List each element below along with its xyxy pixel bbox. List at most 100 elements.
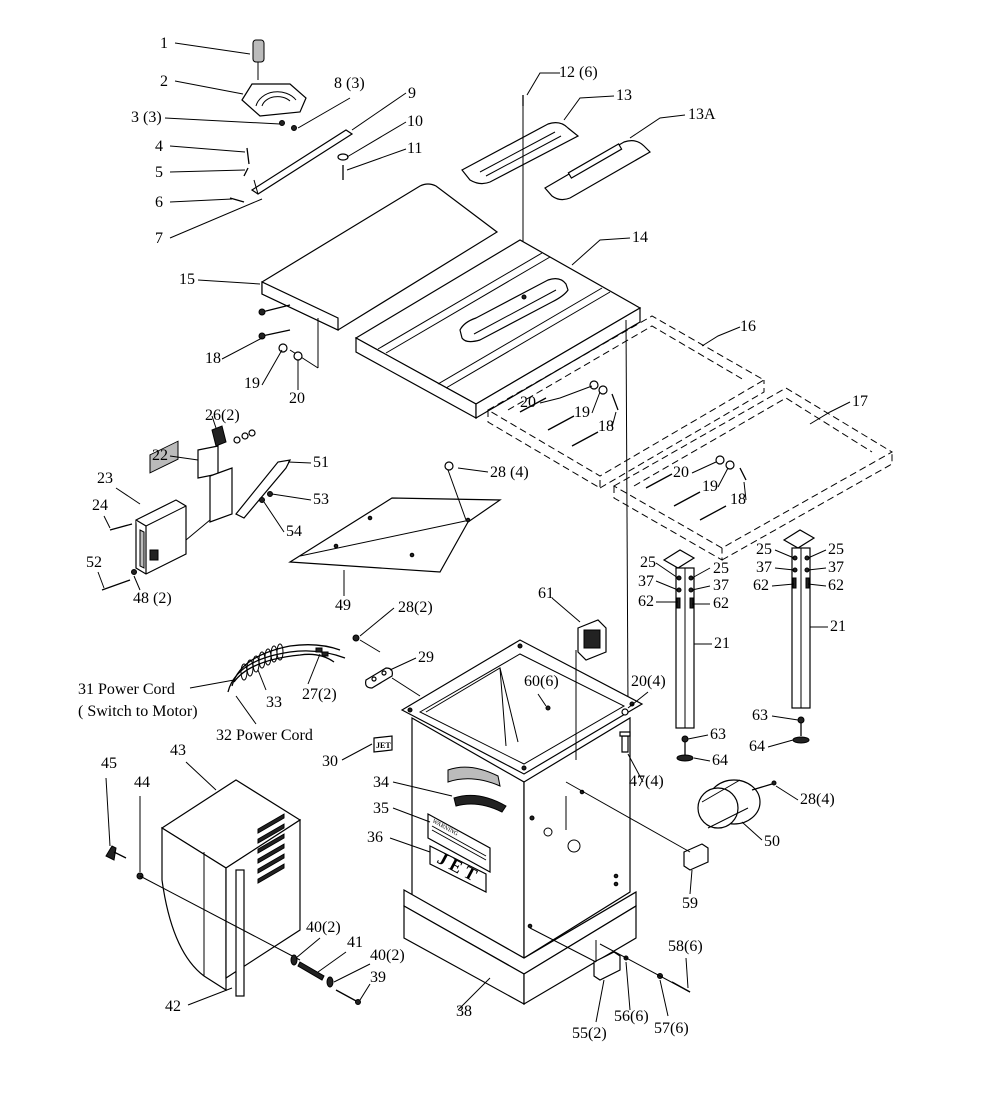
part-label-14: 14	[632, 229, 648, 246]
part-label-20a: 20	[289, 390, 305, 407]
part-label-21b: 21	[830, 618, 846, 635]
part-label-2: 2	[160, 73, 168, 90]
part-label-55: 55(2)	[572, 1025, 607, 1042]
part-label-21a: 21	[714, 635, 730, 652]
part-label-25d: 25	[828, 541, 844, 558]
part-label-20c: 20	[673, 464, 689, 481]
part-label-53: 53	[313, 491, 329, 508]
part-label-62c: 62	[753, 577, 769, 594]
switch-leaders	[97, 415, 312, 591]
part-label-19c: 19	[702, 478, 718, 495]
part-label-13A: 13A	[688, 106, 716, 123]
power-cords	[227, 634, 421, 697]
part-label-64a: 64	[712, 752, 728, 769]
part-label-56: 56(6)	[614, 1008, 649, 1025]
extension-frames	[487, 315, 893, 709]
table-leaders	[197, 237, 631, 390]
part-label-39: 39	[370, 969, 386, 986]
part-label-23: 23	[97, 470, 113, 487]
frame-leaders	[539, 326, 851, 501]
part-label-40b: 40(2)	[370, 947, 405, 964]
part-label-26: 26(2)	[205, 407, 240, 424]
part-label-45: 45	[101, 755, 117, 772]
part-label-41: 41	[347, 934, 363, 951]
part-label-32: 32 Power Cord	[216, 727, 313, 744]
jet-logo-small: JET	[376, 741, 391, 750]
part-label-25a: 25	[640, 554, 656, 571]
part-label-49: 49	[335, 597, 351, 614]
part-label-18c: 18	[730, 491, 746, 508]
part-label-22: 22	[152, 447, 168, 464]
part-label-16: 16	[740, 318, 756, 335]
part-label-33: 33	[266, 694, 282, 711]
part-label-6: 6	[155, 194, 163, 211]
part-label-37a: 37	[638, 573, 654, 590]
dust-port-leaders	[741, 785, 799, 841]
part-label-24: 24	[92, 497, 108, 514]
stand-legs	[662, 529, 816, 762]
table-top	[258, 183, 642, 420]
part-label-37c: 37	[756, 559, 772, 576]
motor-cover	[105, 779, 361, 1005]
part-label-52: 52	[86, 554, 102, 571]
part-label-19a: 19	[244, 375, 260, 392]
part-label-64b: 64	[749, 738, 765, 755]
bolts-left	[258, 304, 303, 361]
part-label-25b: 25	[713, 560, 729, 577]
part-label-9: 9	[408, 85, 416, 102]
cover-louvers	[257, 813, 285, 884]
base-hardware	[529, 927, 691, 993]
part-label-62b: 62	[713, 595, 729, 612]
part-label-42: 42	[165, 998, 181, 1015]
part-label-8: 8 (3)	[334, 75, 365, 92]
part-label-18a: 18	[205, 350, 221, 367]
part-label-7: 7	[155, 230, 163, 247]
part-label-44: 44	[134, 774, 150, 791]
part-label-31: 31 Power Cord	[78, 681, 175, 698]
part-label-19b: 19	[574, 404, 590, 421]
part-label-29: 29	[418, 649, 434, 666]
part-label-36: 36	[367, 829, 383, 846]
part-label-28c: 28(4)	[800, 791, 835, 808]
bolts-frame17	[645, 455, 747, 521]
part-label-17: 17	[852, 393, 868, 410]
part-label-43: 43	[170, 742, 186, 759]
part-label-57: 57(6)	[654, 1020, 689, 1037]
cord-leaders	[189, 607, 417, 725]
part-label-15: 15	[179, 271, 195, 288]
part-label-25c: 25	[756, 541, 772, 558]
part-label-10: 10	[407, 113, 423, 130]
part-label-38: 38	[456, 1003, 472, 1020]
part-label-50: 50	[764, 833, 780, 850]
part-label-28b: 28(2)	[398, 599, 433, 616]
leg-leaders	[655, 549, 828, 762]
part-label-13: 13	[616, 87, 632, 104]
dust-port	[697, 779, 777, 829]
part-label-47: 47(4)	[629, 773, 664, 790]
part-label-62d: 62	[828, 577, 844, 594]
dust-chute	[288, 461, 502, 573]
part-label-5: 5	[155, 164, 163, 181]
part-label-63b: 63	[752, 707, 768, 724]
switch-assembly	[101, 425, 292, 591]
part-label-60: 60(6)	[524, 673, 559, 690]
part-label-20b: 20	[520, 394, 536, 411]
part-label-54: 54	[286, 523, 302, 540]
part-label-4: 4	[155, 138, 163, 155]
cabinet-leaders	[341, 597, 693, 1011]
base-leaders	[595, 957, 689, 1023]
insert-leaders	[526, 72, 686, 139]
part-label-58: 58(6)	[668, 938, 703, 955]
part-label-51: 51	[313, 454, 329, 471]
part-label-37d: 37	[828, 559, 844, 576]
part-label-63a: 63	[710, 726, 726, 743]
part-label-31s: ( Switch to Motor)	[78, 703, 198, 720]
part-label-20d: 20(4)	[631, 673, 666, 690]
part-label-27: 27(2)	[302, 686, 337, 703]
part-label-28a: 28 (4)	[490, 464, 529, 481]
chute-leaders	[343, 467, 489, 596]
part-label-3: 3 (3)	[131, 109, 162, 126]
coil-sleeve	[240, 643, 284, 681]
